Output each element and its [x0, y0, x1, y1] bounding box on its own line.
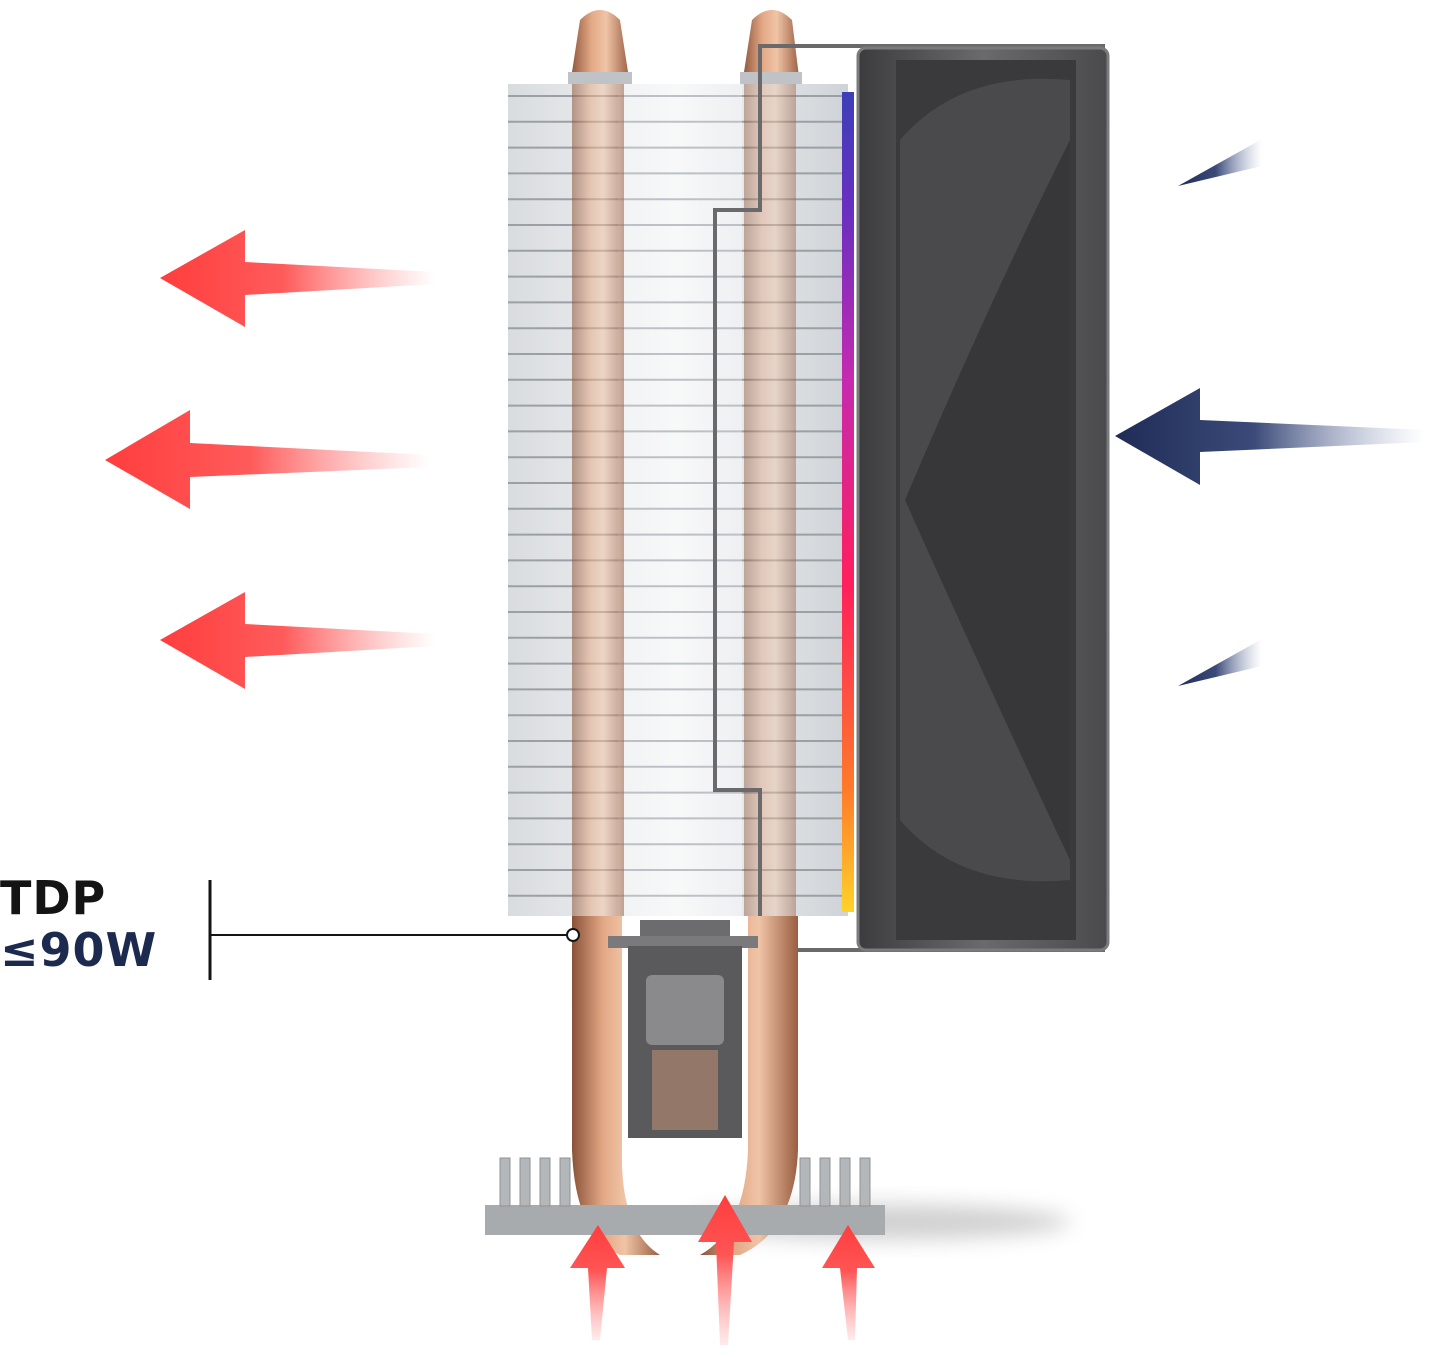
- tdp-value: ≤90W: [0, 923, 158, 977]
- mounting-bracket: [608, 920, 758, 1138]
- base-fin: [799, 1157, 811, 1207]
- base-heatsink: [485, 1157, 885, 1235]
- base-heat-arrow-left: [570, 1225, 625, 1340]
- base-fin: [499, 1157, 511, 1207]
- base-fin: [539, 1157, 551, 1207]
- rgb-led-strip: [842, 92, 854, 912]
- cool-intake-arrow-middle: [1115, 388, 1425, 485]
- hot-exhaust-arrow-bottom: [160, 592, 435, 689]
- fan: [856, 46, 1110, 952]
- tdp-label: TDP ≤90W: [0, 872, 205, 976]
- tdp-title: TDP: [0, 871, 107, 925]
- heatpipe-tops: [568, 10, 802, 85]
- hot-exhaust-arrow-top: [160, 230, 435, 327]
- base-heat-arrow-right: [822, 1225, 875, 1340]
- base-heat-arrow-center: [698, 1195, 752, 1345]
- cool-intake-arrow-top: [1178, 139, 1262, 186]
- tdp-leader-line: [208, 880, 580, 980]
- heatpipes-lower: [572, 916, 798, 1255]
- base-fin: [519, 1157, 531, 1207]
- base-fin: [839, 1157, 851, 1207]
- hot-exhaust-arrow-middle: [105, 410, 430, 509]
- base-fin: [859, 1157, 871, 1207]
- base-fin: [819, 1157, 831, 1207]
- heatsink-fin-stack: [508, 84, 848, 916]
- base-fin: [559, 1157, 571, 1207]
- cool-intake-arrow-bottom: [1178, 639, 1262, 686]
